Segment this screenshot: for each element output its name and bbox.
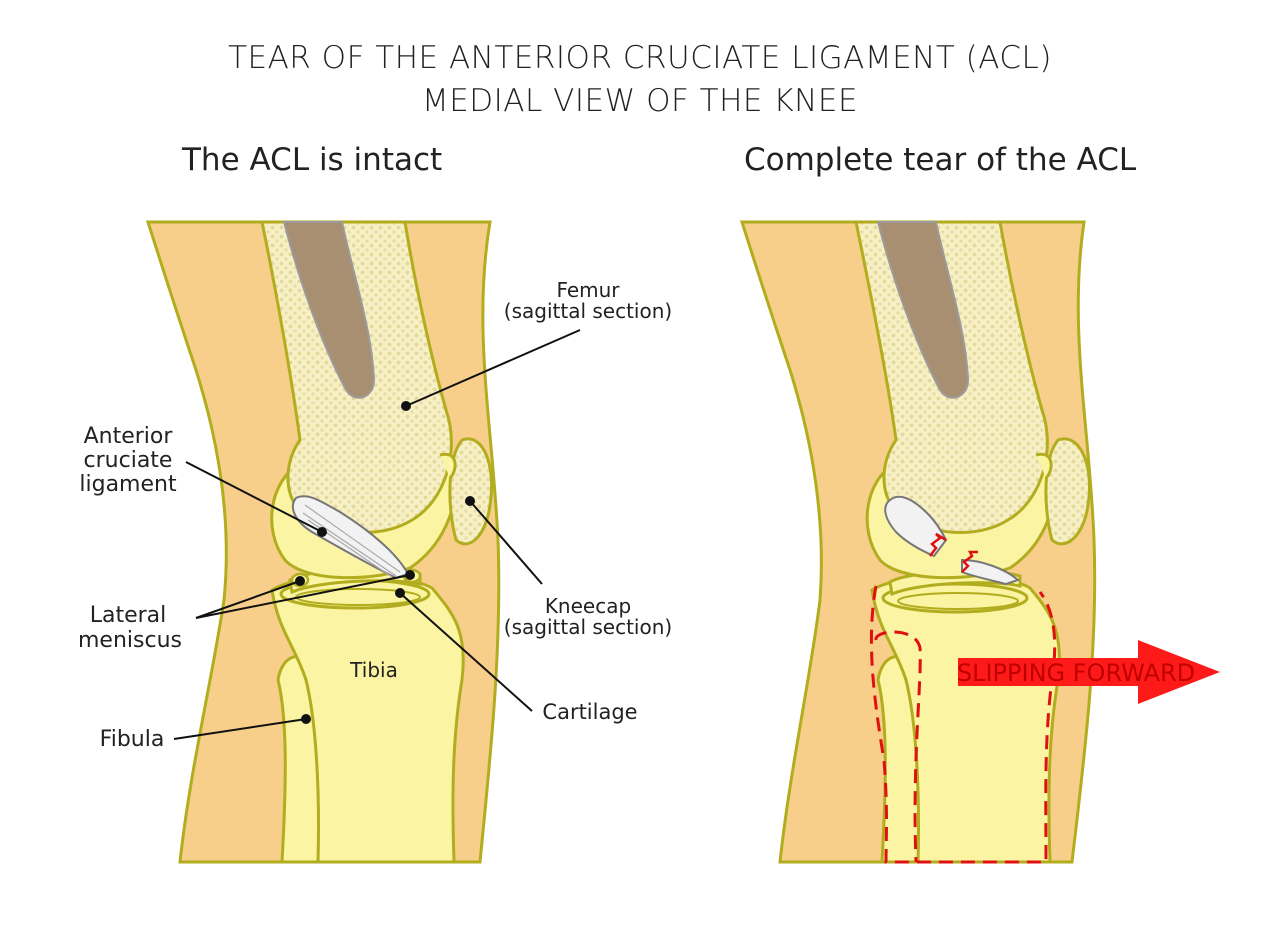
displacement-outline	[869, 585, 1057, 864]
label-acl-3: ligament	[79, 472, 177, 497]
label-fibula: Fibula	[100, 727, 165, 752]
knee-intact: Femur (sagittal section) Anterior crucia…	[78, 220, 672, 864]
kneecap-right	[1044, 437, 1092, 546]
femur-marrow-left	[282, 221, 376, 399]
label-cartilage: Cartilage	[542, 700, 637, 724]
kneecap-left	[448, 437, 494, 546]
label-kneecap-2: (sagittal section)	[504, 615, 672, 639]
label-meniscus-2: meniscus	[78, 628, 182, 653]
label-acl-2: cruciate	[84, 448, 173, 473]
label-meniscus-1: Lateral	[90, 603, 167, 628]
label-slipping-forward: SLIPPING FORWARD	[957, 659, 1195, 687]
femur-marrow-right	[876, 221, 970, 399]
label-tibia: Tibia	[349, 658, 398, 682]
tear-edge-lower	[961, 550, 978, 573]
acl-torn-lower	[961, 558, 1020, 586]
left-panel-heading: The ACL is intact	[182, 142, 443, 178]
label-kneecap-1: Kneecap	[545, 594, 631, 618]
slipping-forward-arrow	[958, 640, 1220, 704]
tear-edge-upper	[929, 532, 947, 557]
label-femur-2: (sagittal section)	[504, 299, 672, 323]
right-panel-heading: Complete tear of the ACL	[744, 142, 1137, 178]
title-line-1: TEAR OF THE ANTERIOR CRUCIATE LIGAMENT (…	[228, 40, 1052, 76]
label-acl-1: Anterior	[84, 424, 174, 449]
knee-torn: SLIPPING FORWARD	[739, 220, 1220, 864]
label-femur-1: Femur	[556, 278, 620, 302]
acl-torn-upper	[884, 495, 948, 558]
title-line-2: MEDIAL VIEW OF THE KNEE	[421, 83, 859, 119]
